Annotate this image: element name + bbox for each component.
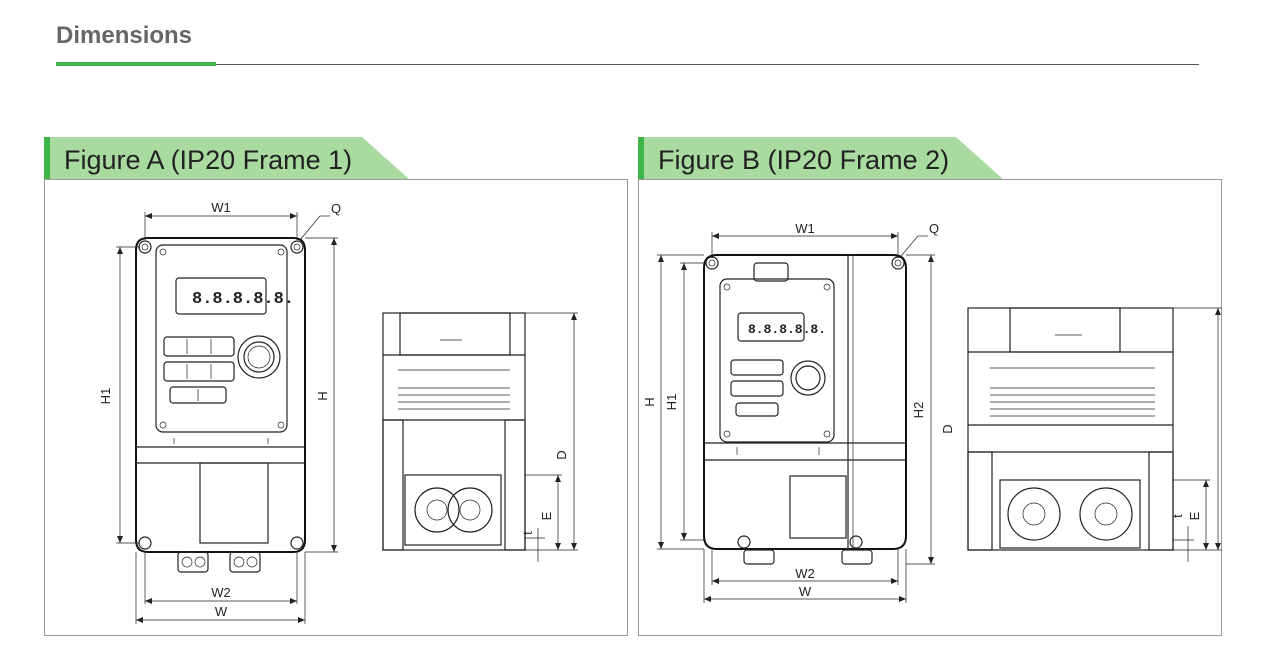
figure-b-h-label: H [642, 397, 657, 406]
svg-text:8.8.8.8.8.: 8.8.8.8.8. [192, 290, 294, 309]
figure-a-w-label: W [215, 604, 228, 619]
figure-a-side-view: D E t [382, 312, 578, 562]
figure-a-w2-label: W2 [211, 585, 231, 600]
figure-a-front-view: 8.8.8.8.8. W1 Q H1 [98, 200, 341, 624]
figure-b-h1-label: H1 [664, 394, 679, 411]
figure-b-q-label: Q [929, 221, 939, 236]
figure-b-w-label: W [799, 584, 812, 599]
figure-a-e-label: E [539, 511, 554, 520]
figure-b-tab: Figure B (IP20 Frame 2) [638, 137, 1004, 180]
figure-a-h1-label: H1 [98, 388, 113, 405]
figure-a-h-label: H [315, 391, 330, 400]
figure-b-side-view: D E t [940, 307, 1222, 562]
figure-a-t-label: t [520, 531, 535, 535]
figure-a-panel [44, 179, 628, 636]
figure-a-w1-label: W1 [211, 200, 231, 215]
title-divider [56, 64, 1199, 65]
figure-a-q-label: Q [331, 201, 341, 216]
figure-b-title: Figure B (IP20 Frame 2) [658, 145, 950, 175]
figure-a-title: Figure A (IP20 Frame 1) [64, 145, 353, 175]
figure-b-d-label: D [940, 424, 955, 433]
figure-b-h2-label: H2 [911, 402, 926, 419]
figure-b-front-view: 8.8.8.8.8. W1 Q H H1 [642, 221, 939, 603]
figure-b-t-label: t [1170, 514, 1185, 518]
figure-b-e-label: E [1187, 511, 1202, 520]
figure-a-d-label: D [554, 450, 569, 459]
figure-a-tab: Figure A (IP20 Frame 1) [44, 137, 410, 180]
title-accent-bar [56, 62, 216, 66]
page-title: Dimensions [56, 22, 193, 49]
figure-b-w2-label: W2 [795, 566, 815, 581]
svg-text:8.8.8.8.8.: 8.8.8.8.8. [748, 322, 826, 337]
figure-b-w1-label: W1 [795, 221, 815, 236]
